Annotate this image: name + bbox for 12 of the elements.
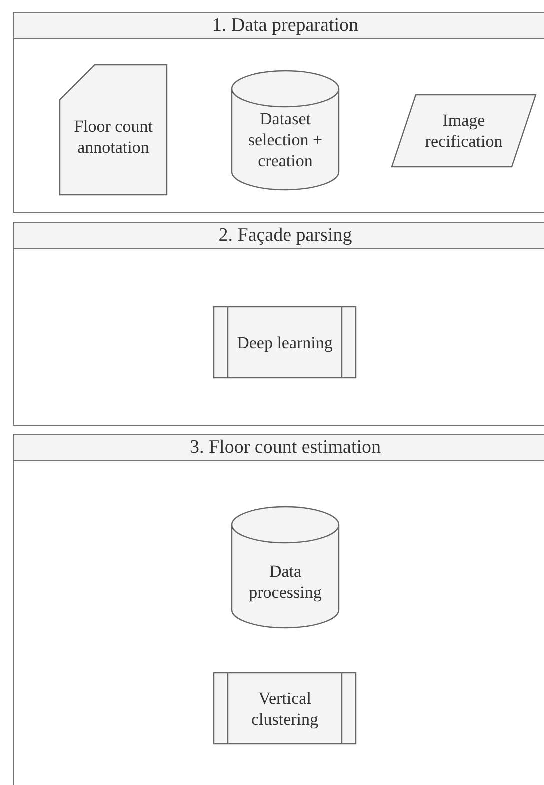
section-panel xyxy=(13,434,544,785)
node-label: Vertical clustering xyxy=(250,688,320,730)
node-label: Deep learning xyxy=(236,332,334,353)
section-header: 3. Floor count estimation xyxy=(14,435,544,461)
section-panel xyxy=(13,222,544,426)
section-panel xyxy=(13,12,544,213)
node-label: Data processing xyxy=(248,561,323,604)
node-label: Image recification xyxy=(424,110,504,152)
section-header: 2. Façade parsing xyxy=(14,223,544,249)
node-label: Floor count annotation xyxy=(73,116,154,158)
node-label: Dataset selection + creation xyxy=(247,108,324,172)
section-header: 1. Data preparation xyxy=(14,13,544,39)
